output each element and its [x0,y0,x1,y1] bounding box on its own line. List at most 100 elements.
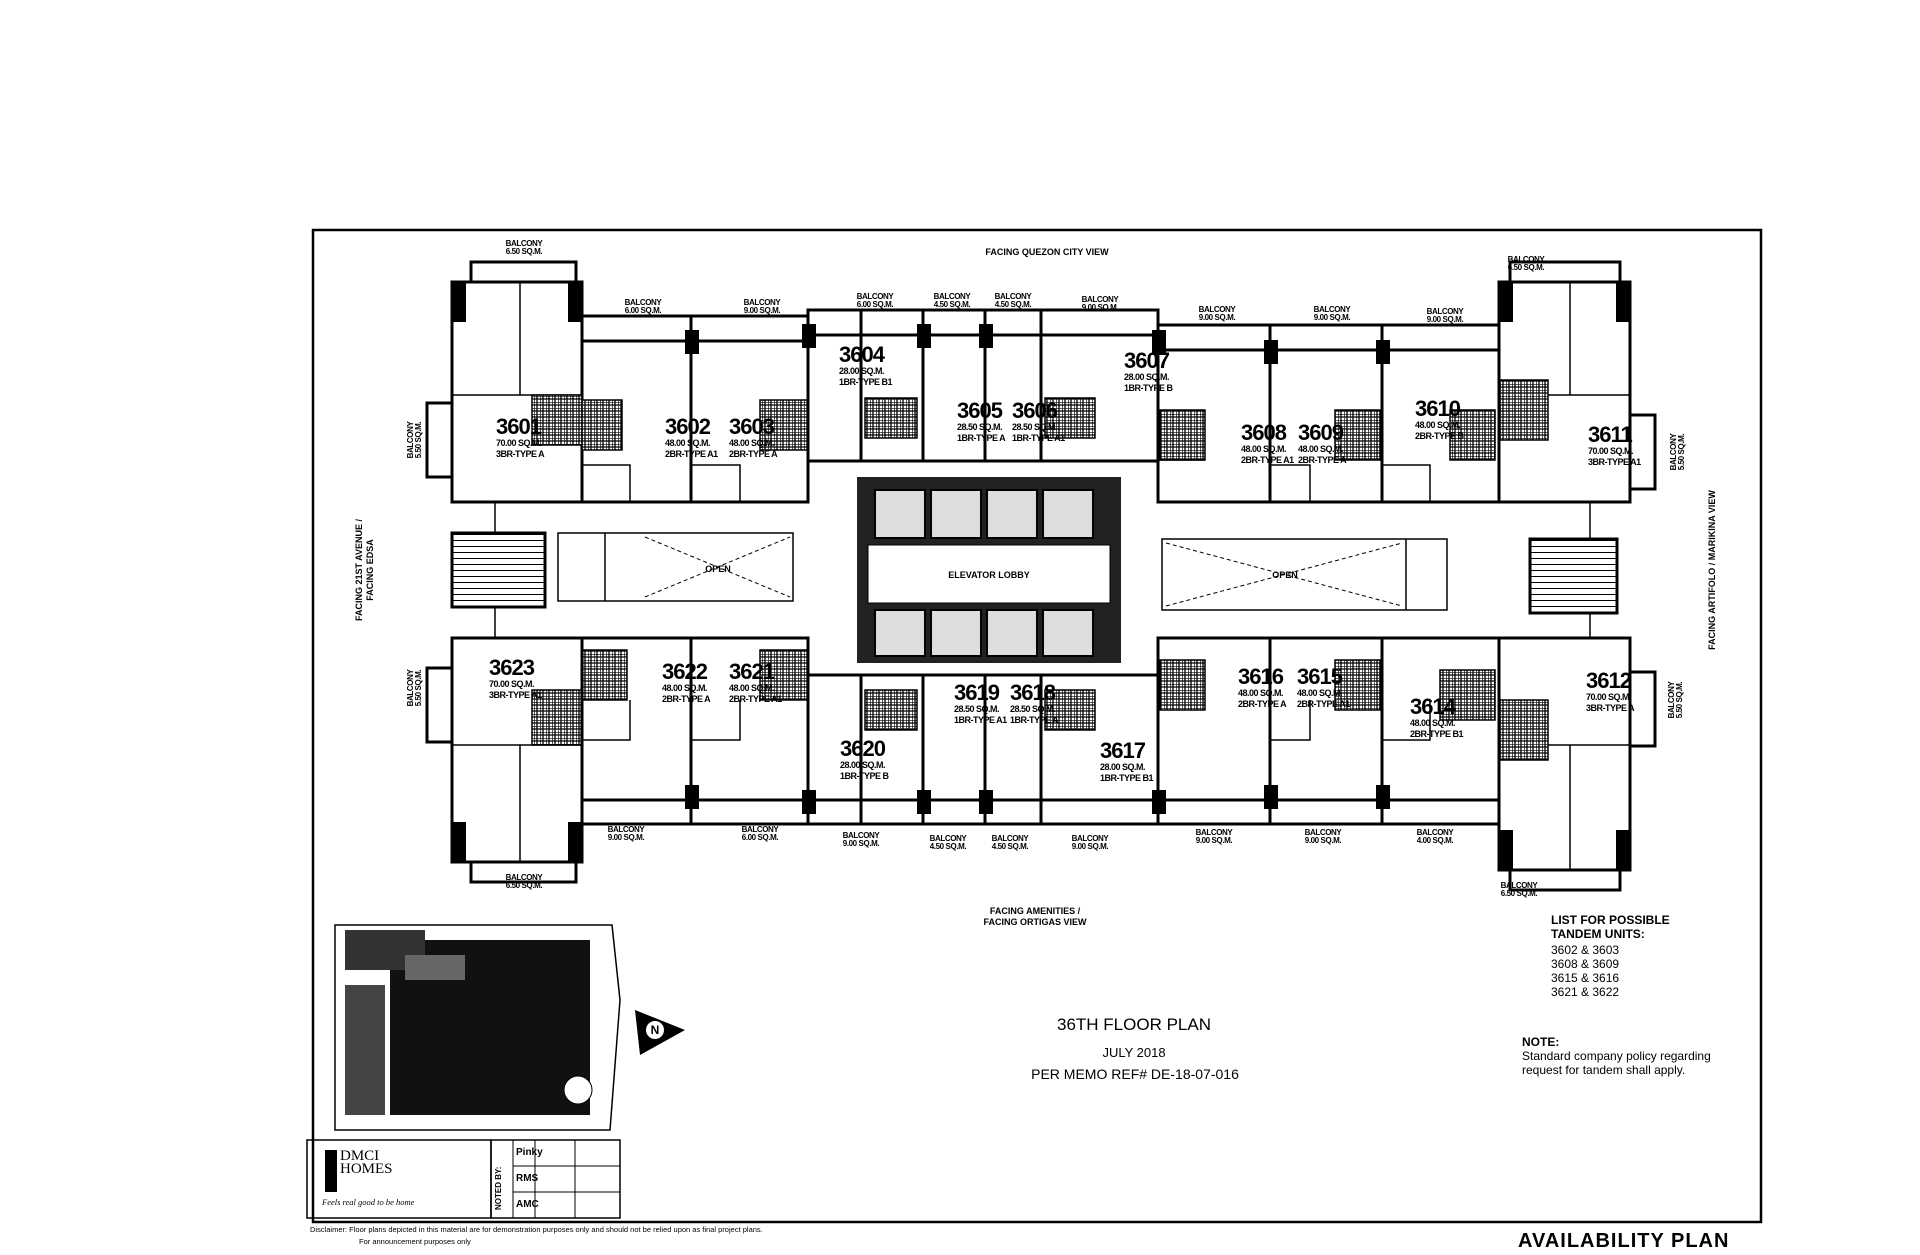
balcony-area: 5.50 SQ.M. [1675,682,1684,719]
unit-number: 3614 [1410,694,1457,719]
balcony-label: BALCONY [1501,881,1539,890]
unit-number: 3611 [1588,422,1632,447]
unit-area: 48.00 SQ.M. [1297,688,1342,698]
unit-type: 1BR-TYPE B [840,771,890,781]
balcony-label: BALCONY [1417,828,1455,837]
disclaimer: Disclaimer: Floor plans depicted in this… [310,1225,763,1234]
unit-type: 2BR-TYPE A1 [1297,699,1350,709]
logo-tower-icon [325,1150,337,1192]
balcony-area: 9.00 SQ.M. [1199,313,1236,322]
logo-tagline: Feels real good to be home [322,1197,415,1207]
logo-brand-2: HOMES [340,1161,393,1177]
balcony-label: BALCONY [930,834,968,843]
unit-type: 2BR-TYPE B [1415,431,1465,441]
balcony-label: BALCONY [406,421,415,459]
balcony-area: 9.00 SQ.M. [843,839,880,848]
open-left-label: OPEN [705,564,731,574]
open-right-label: OPEN [1272,570,1298,580]
plan-date: JULY 2018 [1102,1045,1166,1060]
site-keyplan [334,924,621,1131]
balcony-label: BALCONY [742,825,780,834]
balcony-label: BALCONY [744,298,782,307]
balcony-area: 9.00 SQ.M. [1082,303,1119,312]
noted-by-name: RMS [516,1173,539,1184]
unit-type: 1BR-TYPE B [1124,383,1174,393]
balcony-area: 6.00 SQ.M. [857,300,894,309]
balcony-area: 4.50 SQ.M. [930,842,967,851]
balcony-label: BALCONY [506,239,544,248]
note: NOTE: Standard company policy regarding … [1522,1035,1711,1077]
noted-by-label: NOTED BY: [494,1166,503,1210]
noted-by-name: Pinky [516,1147,543,1158]
stair-left [450,531,547,609]
unit-number: 3610 [1415,396,1461,421]
unit-type: 1BR-TYPE A1 [954,715,1007,725]
unit-number: 3602 [665,414,711,439]
unit-type: 2BR-TYPE A [1238,699,1287,709]
facing-top-label: FACING QUEZON CITY VIEW [985,247,1109,257]
balcony-area: 6.50 SQ.M. [506,247,543,256]
balcony-label: BALCONY [1082,295,1120,304]
tandem-list: LIST FOR POSSIBLE TANDEM UNITS: 3602 & 3… [1551,913,1670,999]
logo-brand-1: DMCI [340,1148,380,1164]
tandem-pair: 3602 & 3603 [1551,943,1620,957]
tandem-pair: 3621 & 3622 [1551,985,1620,999]
unit-number: 3618 [1010,680,1056,705]
north-label: N [651,1023,660,1037]
balcony-label: BALCONY [406,669,415,707]
balcony-area: 5.50 SQ.M. [414,422,423,459]
unit-number: 3606 [1012,398,1058,423]
unit-area: 70.00 SQ.M. [496,438,541,448]
unit-area: 48.00 SQ.M. [1298,444,1343,454]
unit-area: 70.00 SQ.M. [489,679,534,689]
unit-number: 3604 [839,342,886,367]
open-area-left: OPEN [557,532,794,602]
elevator-lobby-label: ELEVATOR LOBBY [948,570,1030,580]
unit-area: 48.00 SQ.M. [729,683,774,693]
unit-type: 1BR-TYPE A [957,433,1006,443]
balcony-label: BALCONY [625,298,663,307]
memo-ref: PER MEMO REF# DE-18-07-016 [1031,1066,1239,1082]
stair-right [1528,537,1619,615]
balcony-area: 6.50 SQ.M. [506,881,543,890]
balcony-label: BALCONY [992,834,1030,843]
balcony-area: 6.00 SQ.M. [625,306,662,315]
